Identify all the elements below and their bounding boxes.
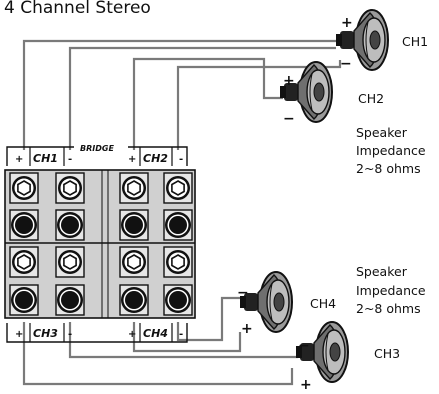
wire-ch1-minus (68, 46, 336, 150)
wire-ch2-plus (132, 57, 283, 150)
impedance-note-bottom: Speaker Impedance 2~8 ohms (356, 264, 426, 316)
ch3-amp-label: CH3 (33, 327, 58, 340)
speaker-ch1-minus: − (340, 56, 352, 72)
ch3-plus-sign: + (15, 329, 23, 340)
ch1-minus-sign: - (68, 154, 72, 165)
speaker-ch2-minus: − (283, 111, 295, 127)
impedance-bottom-line2: Impedance (356, 283, 426, 298)
amplifier-terminal-block (4, 169, 196, 319)
speaker-ch3-minus: − (298, 338, 310, 354)
speaker-ch1: + − CH1 (335, 9, 428, 72)
ch2-plus-sign: + (128, 154, 136, 165)
ch2-amp-label: CH2 (143, 152, 168, 165)
speaker-ch3: − + CH3 (295, 321, 400, 393)
ch2-minus-sign: - (179, 154, 183, 165)
wire-ch3-minus (68, 322, 298, 359)
terminal-ch3-minus-upper[interactable] (55, 246, 85, 278)
ch4-plus-sign: + (128, 329, 136, 340)
impedance-bottom-line3: 2~8 ohms (356, 301, 421, 316)
speaker-ch3-label: CH3 (374, 346, 400, 361)
speaker-ch2-label: CH2 (358, 91, 384, 106)
wire-ch4-minus (176, 296, 240, 342)
terminal-ch2-plus-upper[interactable] (119, 172, 149, 204)
speaker-ch2-plus: + (283, 73, 295, 89)
ch3-minus-sign: - (68, 329, 72, 340)
terminal-ch1-plus-lower[interactable] (9, 209, 39, 241)
wire-ch1-plus (22, 39, 339, 150)
speaker-ch3-plus: + (300, 377, 312, 393)
speaker-ch1-plus: + (341, 15, 353, 31)
bottom-channel-labels: + CH3 - + CH4 - (6, 323, 188, 343)
top-channel-labels: BRIDGE + CH1 - + CH2 - (6, 141, 188, 166)
speaker-ch2: + − CH2 (279, 61, 384, 127)
terminal-ch2-minus-lower[interactable] (163, 209, 193, 241)
terminal-ch1-plus-upper[interactable] (9, 172, 39, 204)
ch1-plus-sign: + (15, 154, 23, 165)
speaker-ch4: − + CH4 (237, 271, 336, 337)
speaker-ch4-plus: + (241, 321, 253, 337)
terminal-ch2-plus-lower[interactable] (119, 209, 149, 241)
wire-ch2-minus (176, 60, 342, 150)
diagram-title: 4 Channel Stereo (4, 0, 151, 18)
impedance-bottom-line1: Speaker (356, 264, 408, 279)
speaker-ch4-label: CH4 (310, 296, 336, 311)
ch1-amp-label: CH1 (33, 152, 58, 165)
wire-ch4-plus (132, 322, 242, 353)
terminal-ch4-plus-upper[interactable] (119, 246, 149, 278)
speaker-wires (22, 39, 342, 386)
impedance-top-line1: Speaker (356, 125, 408, 140)
terminal-ch2-minus-upper[interactable] (163, 172, 193, 204)
terminal-ch1-minus-upper[interactable] (55, 172, 85, 204)
speaker-ch4-minus: − (237, 285, 249, 301)
terminal-ch1-minus-lower[interactable] (55, 209, 85, 241)
impedance-note-top: Speaker Impedance 2~8 ohms (356, 125, 426, 176)
terminal-ch3-plus-lower[interactable] (9, 284, 39, 316)
ch4-minus-sign: - (179, 329, 183, 340)
impedance-top-line2: Impedance (356, 143, 426, 158)
terminal-ch4-minus-lower[interactable] (163, 284, 193, 316)
terminal-ch3-plus-upper[interactable] (9, 246, 39, 278)
terminal-ch4-plus-lower[interactable] (119, 284, 149, 316)
bridge-label: BRIDGE (80, 144, 114, 153)
wire-ch3-plus (22, 322, 294, 386)
ch4-amp-label: CH4 (143, 327, 168, 340)
terminal-ch4-minus-upper[interactable] (163, 246, 193, 278)
terminal-ch3-minus-lower[interactable] (55, 284, 85, 316)
speaker-ch1-label: CH1 (402, 34, 428, 49)
impedance-top-line3: 2~8 ohms (356, 161, 421, 176)
